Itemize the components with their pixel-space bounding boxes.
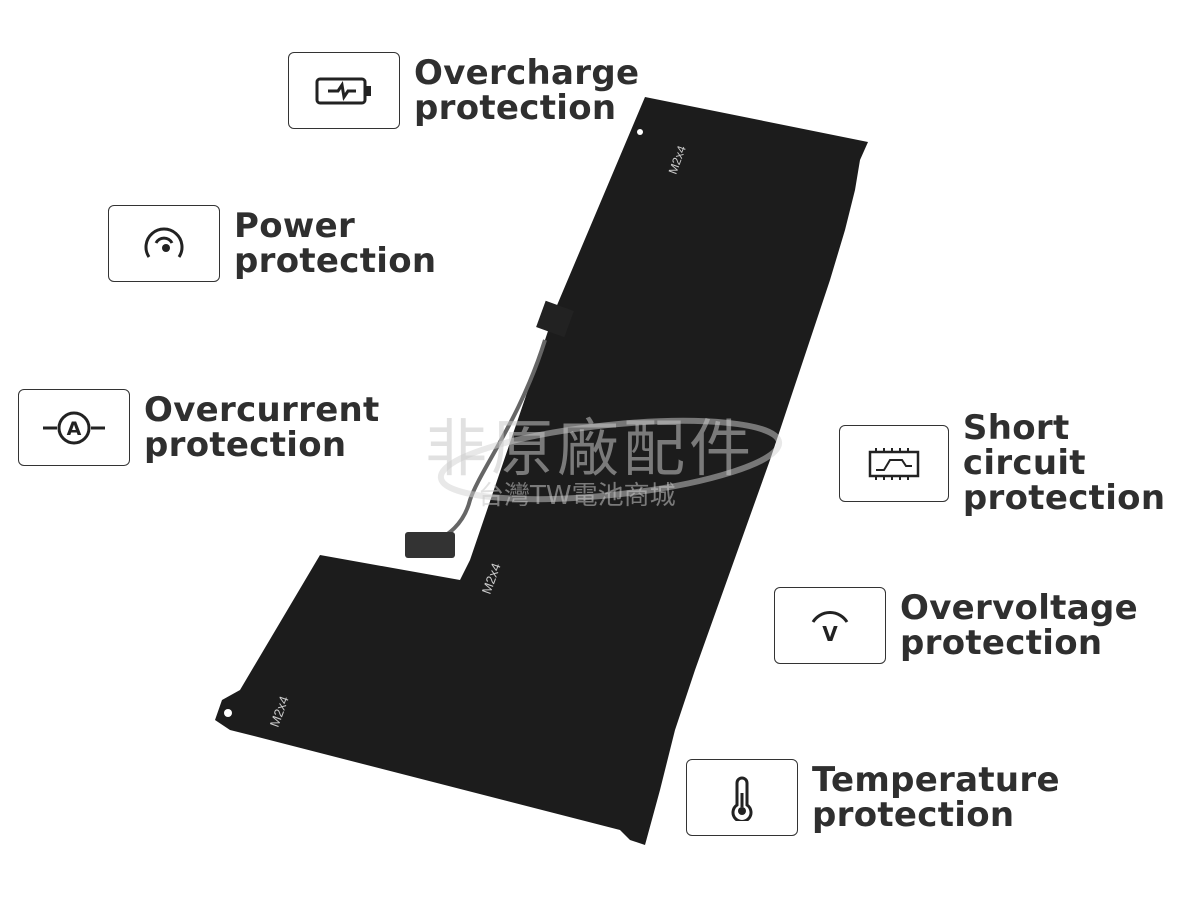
feature-title: Temperature	[812, 759, 1060, 800]
feature-subtitle: protection	[812, 794, 1015, 835]
watermark-sub: 台灣TW電池商城	[478, 481, 676, 511]
feature-title: Short circuit	[962, 408, 1086, 483]
ammeter-icon: A	[18, 389, 130, 466]
circuit-board-icon	[839, 425, 949, 502]
battery-charge-icon	[288, 52, 400, 129]
feature-subtitle: protection	[414, 87, 617, 128]
feature-title: Overcharge	[414, 52, 640, 93]
feature-title: Power	[234, 205, 356, 246]
thermometer-icon	[686, 759, 798, 836]
battery-body	[215, 97, 868, 845]
feature-subtitle: protection	[900, 622, 1103, 663]
feature-subtitle: protection	[962, 478, 1166, 518]
svg-text:V: V	[822, 622, 838, 646]
watermark-main: 非原廠配件	[425, 412, 756, 485]
svg-text:A: A	[67, 418, 82, 440]
voltage-icon: V	[774, 587, 886, 664]
gauge-icon	[108, 205, 220, 282]
feature-title: Overcurrent	[144, 389, 380, 430]
feature-subtitle: protection	[144, 424, 347, 465]
feature-title: Overvoltage	[900, 587, 1138, 628]
feature-subtitle: protection	[234, 240, 437, 281]
